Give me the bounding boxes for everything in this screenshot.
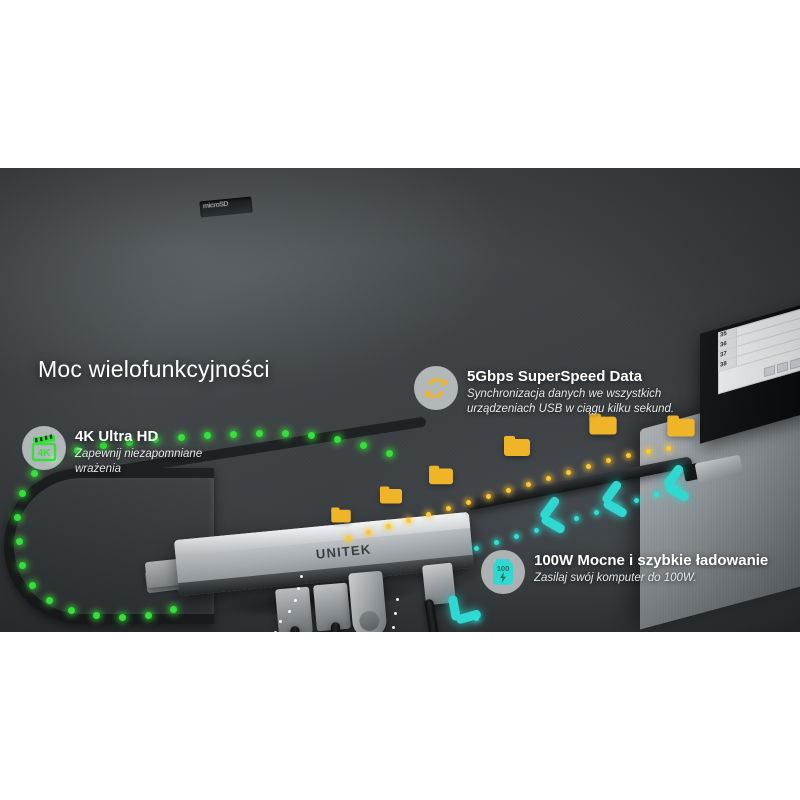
svg-text:100: 100 xyxy=(497,564,510,573)
feature-heading: 4K Ultra HD xyxy=(75,428,159,445)
page-title: Moc wielofunkcyjności xyxy=(38,356,270,382)
feature-superspeed-data: 5Gbps SuperSpeed Data Synchronizacja dan… xyxy=(414,366,682,417)
feature-4k-ultra-hd: 4K 4K Ultra HD Zapewnij niezapomniane wr… xyxy=(22,426,250,477)
feature-heading: 100W Mocne i szybkie ładowanie xyxy=(534,552,769,569)
svg-text:4K: 4K xyxy=(38,448,52,459)
feature-subtext: Synchronizacja danych we wszystkich urzą… xyxy=(467,388,675,415)
folder-icon xyxy=(504,436,530,456)
clapperboard-4k-icon: 4K xyxy=(22,426,66,470)
feature-subtext: Zapewnij niezapomniane wrażenia xyxy=(75,448,203,475)
feature-heading: 5Gbps SuperSpeed Data xyxy=(467,368,643,385)
folder-icon xyxy=(429,465,453,485)
folder-icon xyxy=(331,507,351,523)
folder-icon xyxy=(667,415,695,437)
product-photo: 35 36 37 38 UNITEK microSD xyxy=(0,168,800,632)
power-arrow-icon xyxy=(659,463,699,503)
folder-icon xyxy=(379,486,403,504)
folder-icon xyxy=(589,413,617,435)
photo-vignette xyxy=(0,168,800,632)
sync-arrows-icon xyxy=(414,366,458,410)
power-arrow-icon xyxy=(597,479,637,519)
power-arrow-icon xyxy=(535,495,575,535)
battery-bolt-icon: 100 xyxy=(481,550,525,594)
feature-subtext: Zasilaj swój komputer do 100W. xyxy=(534,572,697,585)
feature-100w-charging: 100 100W Mocne i szybkie ładowanie Zasil… xyxy=(481,550,768,594)
